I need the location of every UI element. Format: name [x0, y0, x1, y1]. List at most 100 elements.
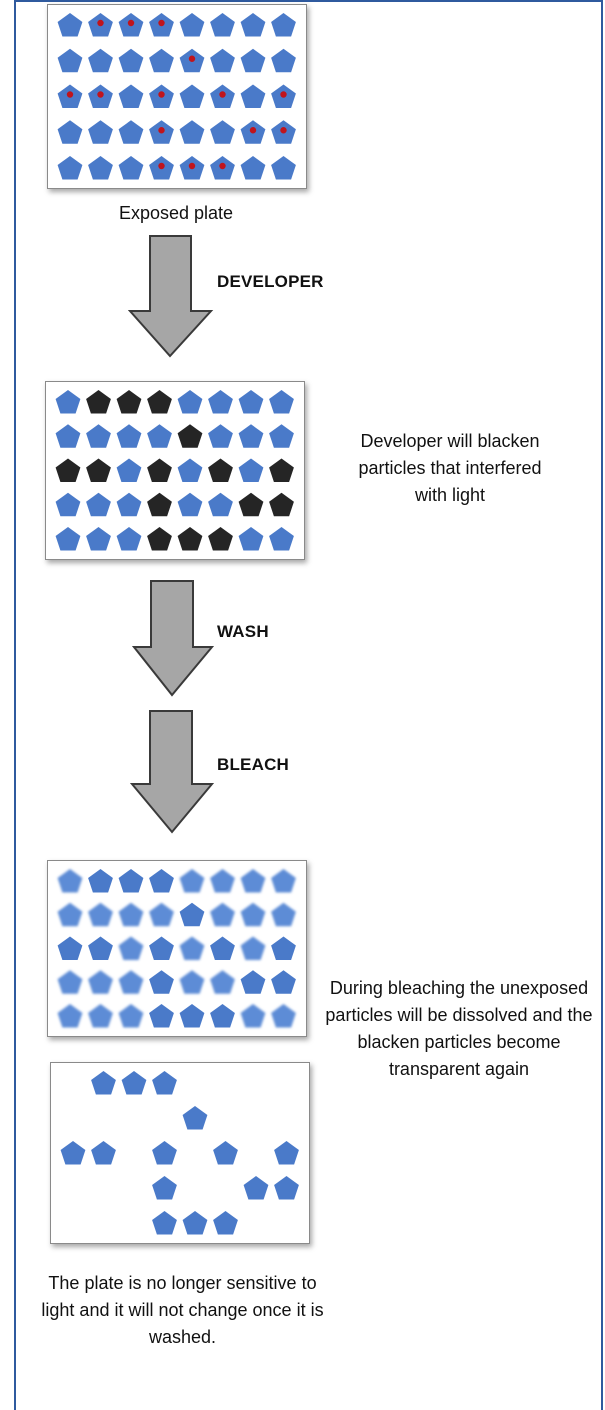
particle	[271, 13, 296, 37]
particle	[152, 1071, 177, 1095]
bleach-note: During bleaching the unexposed particles…	[325, 978, 593, 1079]
particle	[179, 120, 205, 144]
particle	[238, 390, 264, 414]
particle	[149, 902, 174, 927]
particle	[57, 156, 83, 180]
particle	[57, 869, 83, 893]
particle	[118, 156, 144, 180]
particle	[182, 1211, 208, 1235]
particle	[274, 1176, 299, 1200]
exposure-dot	[280, 91, 287, 98]
wash-arrow	[132, 580, 214, 697]
developed-plate-grid	[55, 390, 294, 551]
exposure-dot	[97, 91, 104, 98]
particle	[271, 970, 296, 994]
particle	[88, 156, 113, 180]
particle	[179, 13, 205, 37]
particle	[147, 424, 172, 448]
particle	[177, 492, 203, 517]
particle	[147, 458, 172, 482]
exposure-dot	[249, 127, 257, 134]
particle	[88, 120, 113, 144]
particle	[149, 936, 174, 960]
particle	[88, 902, 113, 927]
particle	[182, 1106, 208, 1130]
particle	[240, 869, 266, 893]
particle	[121, 1071, 147, 1095]
particle	[88, 48, 113, 73]
particle	[208, 390, 233, 414]
particle	[118, 48, 144, 73]
particle	[118, 902, 144, 927]
final-plate-panel	[50, 1062, 310, 1244]
particle	[149, 970, 174, 994]
particle	[118, 1004, 144, 1028]
exposure-dot	[219, 162, 226, 170]
particle	[55, 458, 81, 482]
exposure-dot	[280, 127, 287, 134]
particle	[269, 390, 294, 414]
exposure-dot	[188, 55, 196, 62]
particle	[116, 458, 142, 482]
particle	[210, 869, 235, 893]
particle	[240, 936, 266, 960]
bleaching-plate-panel	[47, 860, 307, 1037]
particle	[271, 156, 296, 180]
particle	[243, 1176, 269, 1200]
particle	[271, 48, 296, 73]
developer-note: Developer will blacken particles that in…	[358, 431, 542, 505]
particle	[55, 424, 81, 448]
particle	[116, 492, 142, 517]
particle	[147, 390, 172, 414]
particle	[152, 1211, 177, 1235]
particle	[57, 120, 83, 144]
particle	[210, 936, 235, 960]
final-note: The plate is no longer sensitive to ligh…	[41, 1273, 324, 1347]
exposure-dot	[188, 162, 196, 170]
exposed-plate-panel	[47, 4, 307, 189]
particle	[118, 936, 144, 960]
particle	[240, 84, 266, 108]
particle	[177, 390, 203, 414]
bleaching-plate-grid	[57, 869, 296, 1028]
developer-step-label: DEVELOPER	[217, 272, 324, 291]
particle	[118, 120, 144, 144]
particle	[213, 1211, 238, 1235]
final-plate-grid	[60, 1071, 299, 1235]
particle	[88, 869, 113, 893]
particle	[116, 527, 142, 551]
particle	[86, 424, 111, 448]
particle	[177, 424, 203, 448]
particle	[152, 1141, 177, 1165]
particle	[88, 1004, 113, 1028]
particle	[240, 48, 266, 73]
bleach-arrow	[130, 710, 214, 834]
particle	[177, 458, 203, 482]
particle	[210, 970, 235, 994]
page-frame	[14, 0, 603, 1410]
exposure-dot	[219, 91, 226, 98]
particle	[271, 1004, 296, 1028]
particle	[208, 527, 233, 551]
particle	[57, 936, 83, 960]
particle	[179, 84, 205, 108]
particle	[55, 390, 81, 414]
particle	[57, 1004, 83, 1028]
particle	[149, 48, 174, 73]
particle	[179, 970, 205, 994]
particle	[269, 424, 294, 448]
particle	[271, 936, 296, 960]
particle	[86, 527, 111, 551]
particle	[210, 902, 235, 927]
particle	[118, 84, 144, 108]
particle	[149, 869, 174, 893]
particle	[269, 527, 294, 551]
particle	[271, 902, 296, 927]
particle	[210, 120, 235, 144]
exposure-dot	[158, 127, 165, 134]
particle	[55, 527, 81, 551]
particle	[147, 492, 172, 517]
exposure-dot	[158, 162, 165, 170]
particle	[57, 902, 83, 927]
exposure-dot	[127, 19, 135, 27]
